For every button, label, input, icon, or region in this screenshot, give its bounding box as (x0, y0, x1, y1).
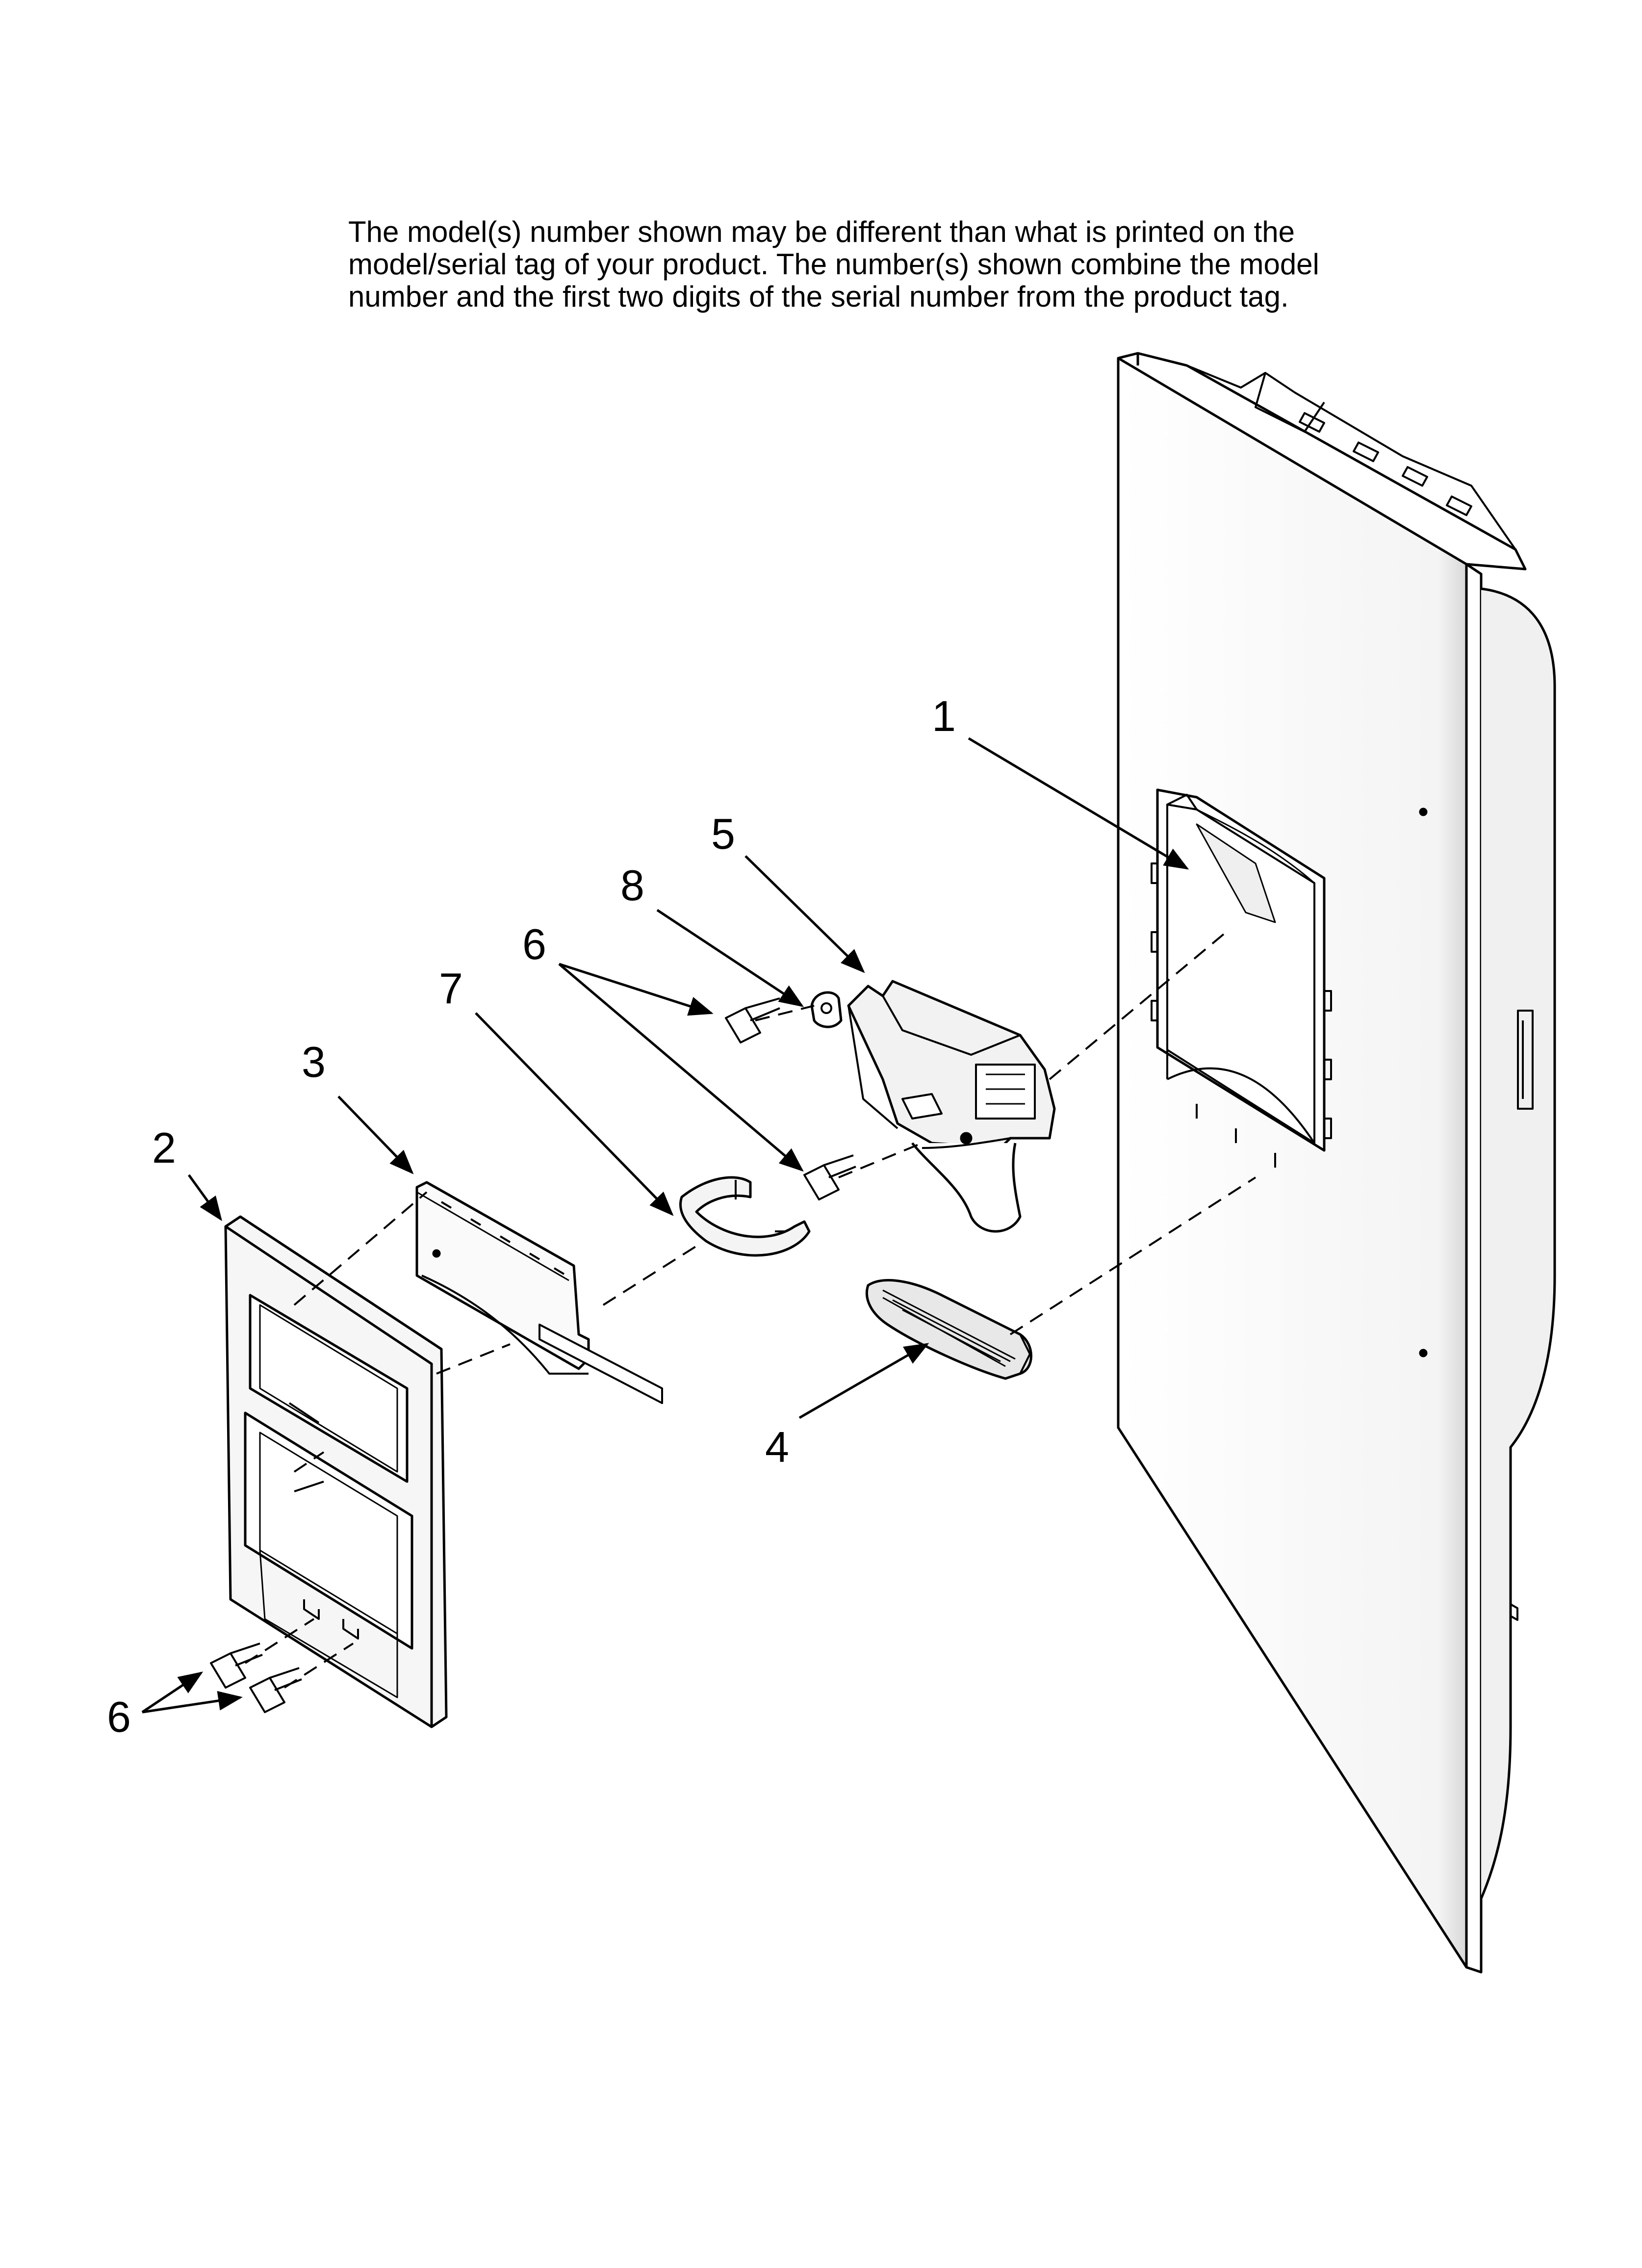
callout-7: 7 (439, 964, 463, 1013)
callout-1: 1 (932, 692, 956, 740)
part-6-screws (210, 997, 856, 1713)
callout-3: 3 (302, 1038, 326, 1086)
refrigerator-door (1117, 352, 1556, 1974)
callout-4: 4 (765, 1423, 789, 1471)
callout-labels: 1 2 3 4 5 6 6 7 8 (107, 692, 956, 1741)
callout-2: 2 (152, 1123, 176, 1172)
model-number-note: The model(s) number shown may be differe… (348, 216, 1378, 313)
part-8-clip (810, 991, 843, 1028)
callout-5: 5 (711, 809, 735, 858)
callout-6a: 6 (522, 920, 546, 968)
callout-leaders (141, 737, 1189, 1714)
part-2-dispenser-facade (224, 1215, 448, 1728)
note-line-2: model/serial tag of your product. The nu… (348, 248, 1319, 281)
part-7-ice-chute (679, 1176, 811, 1257)
part-5-dispenser-actuator (847, 980, 1056, 1233)
note-line-1: The model(s) number shown may be differe… (348, 215, 1295, 248)
part-3-control-board (415, 1181, 663, 1404)
note-line-3: number and the first two digits of the s… (348, 280, 1289, 313)
callout-8: 8 (620, 861, 644, 910)
callout-6b: 6 (107, 1693, 131, 1741)
part-4-drip-tray (865, 1279, 1032, 1380)
assembly-lines (244, 931, 1257, 1689)
